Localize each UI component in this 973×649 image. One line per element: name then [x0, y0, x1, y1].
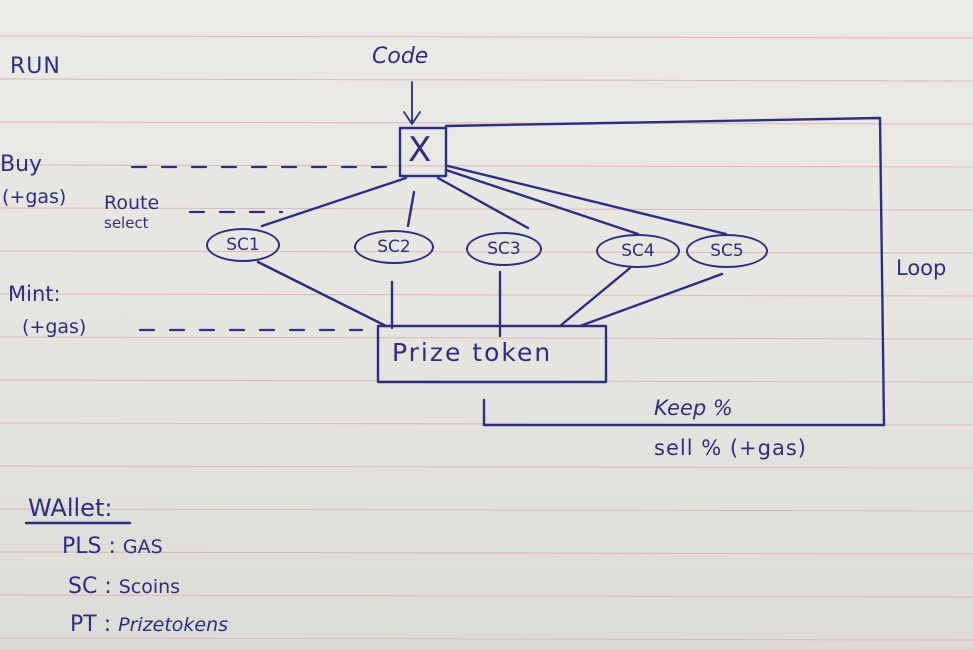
contract-sc1: SC1	[206, 228, 280, 262]
wallet-item-value: Prizetokens	[118, 614, 229, 636]
ruled-line	[0, 121, 973, 125]
select-label: select	[104, 214, 149, 232]
edge-box-sc4	[444, 168, 640, 236]
contract-sc3: SC3	[466, 232, 542, 266]
code-box-mark: X	[408, 130, 432, 170]
loop-line	[444, 116, 886, 427]
contract-sc2: SC2	[354, 230, 434, 264]
buy-label: Buy	[0, 152, 43, 177]
loop-label: Loop	[896, 256, 947, 280]
wallet-item: PLS : GAS	[62, 534, 163, 559]
ruled-line	[0, 465, 973, 469]
wallet-item-value: GAS	[122, 536, 163, 558]
ruled-line	[0, 336, 973, 340]
edge-box-sc3	[436, 176, 530, 230]
code-arrowhead	[403, 111, 421, 126]
buy-gas-label: (+gas)	[2, 186, 67, 208]
wallet-item: SC : Scoins	[68, 574, 180, 599]
wallet-title: WAllet:	[28, 494, 113, 522]
code-label: Code	[372, 44, 429, 69]
wallet-item-key: SC	[68, 574, 98, 599]
edge-sc4-prize	[558, 266, 632, 328]
ruled-line	[0, 637, 973, 641]
mint-gas-label: (+gas)	[22, 316, 87, 338]
contract-sc4: SC4	[596, 234, 680, 268]
sell-label: sell % (+gas)	[654, 436, 807, 460]
wallet-item-key: PLS	[62, 534, 102, 559]
edge-box-sc1	[260, 176, 408, 228]
ruled-line	[0, 164, 973, 168]
ruled-line	[0, 78, 973, 82]
keep-label: Keep %	[654, 396, 733, 420]
wallet-separator: :	[103, 612, 119, 637]
mint-label: Mint:	[8, 282, 61, 306]
wallet-item-key: PT	[70, 612, 97, 637]
wallet-separator: :	[104, 574, 119, 599]
ruled-line	[0, 35, 973, 39]
edge-sc1-prize	[256, 260, 388, 328]
ruled-line	[0, 508, 973, 512]
prize-token-label: Prize token	[392, 338, 553, 367]
contract-sc5: SC5	[686, 234, 768, 268]
ruled-line	[0, 551, 973, 555]
ruled-line	[0, 293, 973, 297]
edge-box-sc2	[406, 190, 416, 228]
run-label: RUN	[10, 54, 61, 79]
edge-box-sc5	[446, 164, 728, 236]
prize-token-box	[376, 324, 608, 384]
code-box	[398, 126, 448, 178]
wallet-item: PT : Prizetokens	[70, 612, 228, 637]
wallet-item-value: Scoins	[118, 576, 181, 598]
wallet-separator: :	[108, 534, 123, 559]
ruled-line	[0, 594, 973, 598]
edge-sc5-prize	[578, 272, 724, 328]
ruled-line	[0, 207, 973, 211]
route-label: Route	[104, 192, 160, 214]
